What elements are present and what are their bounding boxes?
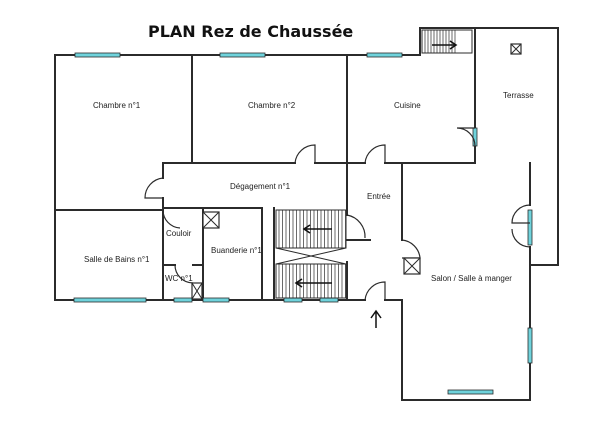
door-swing-icon — [511, 228, 531, 248]
ventilation-box-icon — [202, 211, 220, 229]
stairs-top — [421, 29, 473, 54]
arrow-icon — [294, 278, 332, 288]
doors — [144, 127, 531, 301]
stairs-icon — [275, 247, 347, 265]
door-swing-icon — [346, 214, 366, 239]
arrow-icon — [432, 40, 458, 50]
room-label-entree: Entrée — [367, 192, 391, 201]
room-label-terrasse: Terrasse — [503, 91, 534, 100]
room-labels: Chambre n°1 Chambre n°2 Cuisine Terrasse… — [84, 91, 534, 283]
window-icon — [173, 297, 193, 303]
entrance-arrow-icon — [370, 309, 382, 328]
door-swing-icon — [294, 144, 316, 164]
window-icon — [73, 297, 147, 303]
walls — [54, 27, 559, 401]
room-label-chambre2: Chambre n°2 — [248, 101, 296, 110]
door-swing-icon — [456, 127, 476, 147]
room-label-degagement: Dégagement n°1 — [230, 182, 291, 191]
door-swing-icon — [401, 239, 421, 259]
windows — [73, 52, 533, 395]
window-icon — [74, 52, 121, 58]
room-label-salon: Salon / Salle à manger — [431, 274, 512, 283]
window-icon — [283, 297, 303, 303]
window-icon — [366, 52, 403, 58]
window-icon — [447, 389, 494, 395]
window-icon — [319, 297, 339, 303]
room-label-salle-bains: Salle de Bains n°1 — [84, 255, 150, 264]
door-swing-icon — [144, 177, 164, 199]
room-label-couloir: Couloir — [166, 229, 192, 238]
room-label-chambre1: Chambre n°1 — [93, 101, 141, 110]
door-swing-icon — [162, 209, 181, 229]
window-icon — [527, 327, 533, 364]
door-swing-icon — [364, 144, 386, 164]
arrow-icon — [302, 224, 332, 234]
door-swing-icon — [511, 204, 531, 224]
stairs-center — [275, 209, 347, 299]
window-icon — [219, 52, 266, 58]
room-label-wc: WC n°1 — [165, 274, 193, 283]
window-icon — [202, 297, 230, 303]
room-label-cuisine: Cuisine — [394, 101, 421, 110]
room-label-buanderie: Buanderie n°1 — [211, 246, 262, 255]
ventilation-box-icon — [510, 43, 522, 55]
door-swing-icon — [174, 264, 194, 284]
door-swing-icon — [364, 281, 386, 301]
window-icon — [527, 209, 533, 246]
ventilation-box-icon — [403, 257, 421, 275]
vent-boxes — [191, 43, 522, 300]
ventilation-box-icon — [191, 282, 203, 300]
plan-title: PLAN Rez de Chaussée — [148, 22, 353, 41]
